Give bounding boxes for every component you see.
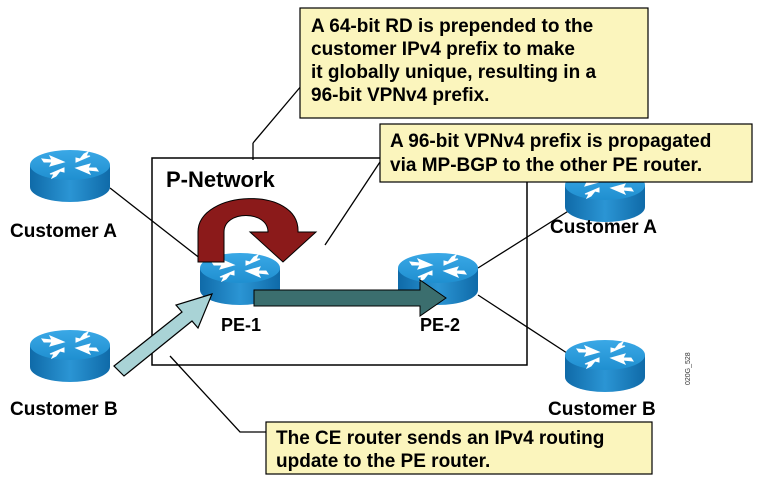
label-pe1: PE-1 [221,315,261,335]
label-customer-b-left: Customer B [10,399,118,420]
link-pe2-custA-right [477,209,571,269]
label-customer-a-right: Customer A [550,217,657,238]
callout-ce: The CE router sends an IPv4 routing upda… [265,421,653,475]
p-network-box [151,157,528,366]
rd-prepend-arrow [197,198,318,263]
callout-ce-line-1: The CE router sends an IPv4 routing [276,428,604,449]
router-customer-b-left[interactable] [29,329,111,383]
callout-mpbgp-line-2: via MP-BGP to the other PE router. [390,155,702,176]
callout-ce-line-2: update to the PE router. [276,451,490,472]
callout-mpbgp-line-1: A 96-bit VPNv4 prefix is propagated [390,131,711,152]
p-network-label: P-Network [166,167,276,192]
leader-ce [169,355,268,433]
callout-rd-line-3: it globally unique, resulting in a [311,62,596,83]
ce-update-arrow [113,293,214,377]
callout-mpbgp: A 96-bit VPNv4 prefix is propagated via … [379,123,753,183]
link-pe2-custB-right [477,294,571,356]
label-pe2: PE-2 [420,315,460,335]
callout-rd-line-4: 96-bit VPNv4 prefix. [311,85,489,106]
label-customer-a-left: Customer A [10,221,117,242]
callout-rd-line-2: customer IPv4 prefix to make [311,39,575,60]
callout-rd: A 64-bit RD is prepended to the customer… [299,7,649,119]
label-customer-b-right: Customer B [548,399,656,420]
leader-mpbgp [324,161,381,246]
leader-rd-2 [252,84,303,144]
callout-rd-line-1: A 64-bit RD is prepended to the [311,16,593,37]
router-customer-b-right[interactable] [564,339,646,393]
figure-code: 020G_528 [685,352,692,385]
mpbgp-propagation-arrow [253,279,447,317]
router-customer-a-left[interactable] [29,149,111,203]
